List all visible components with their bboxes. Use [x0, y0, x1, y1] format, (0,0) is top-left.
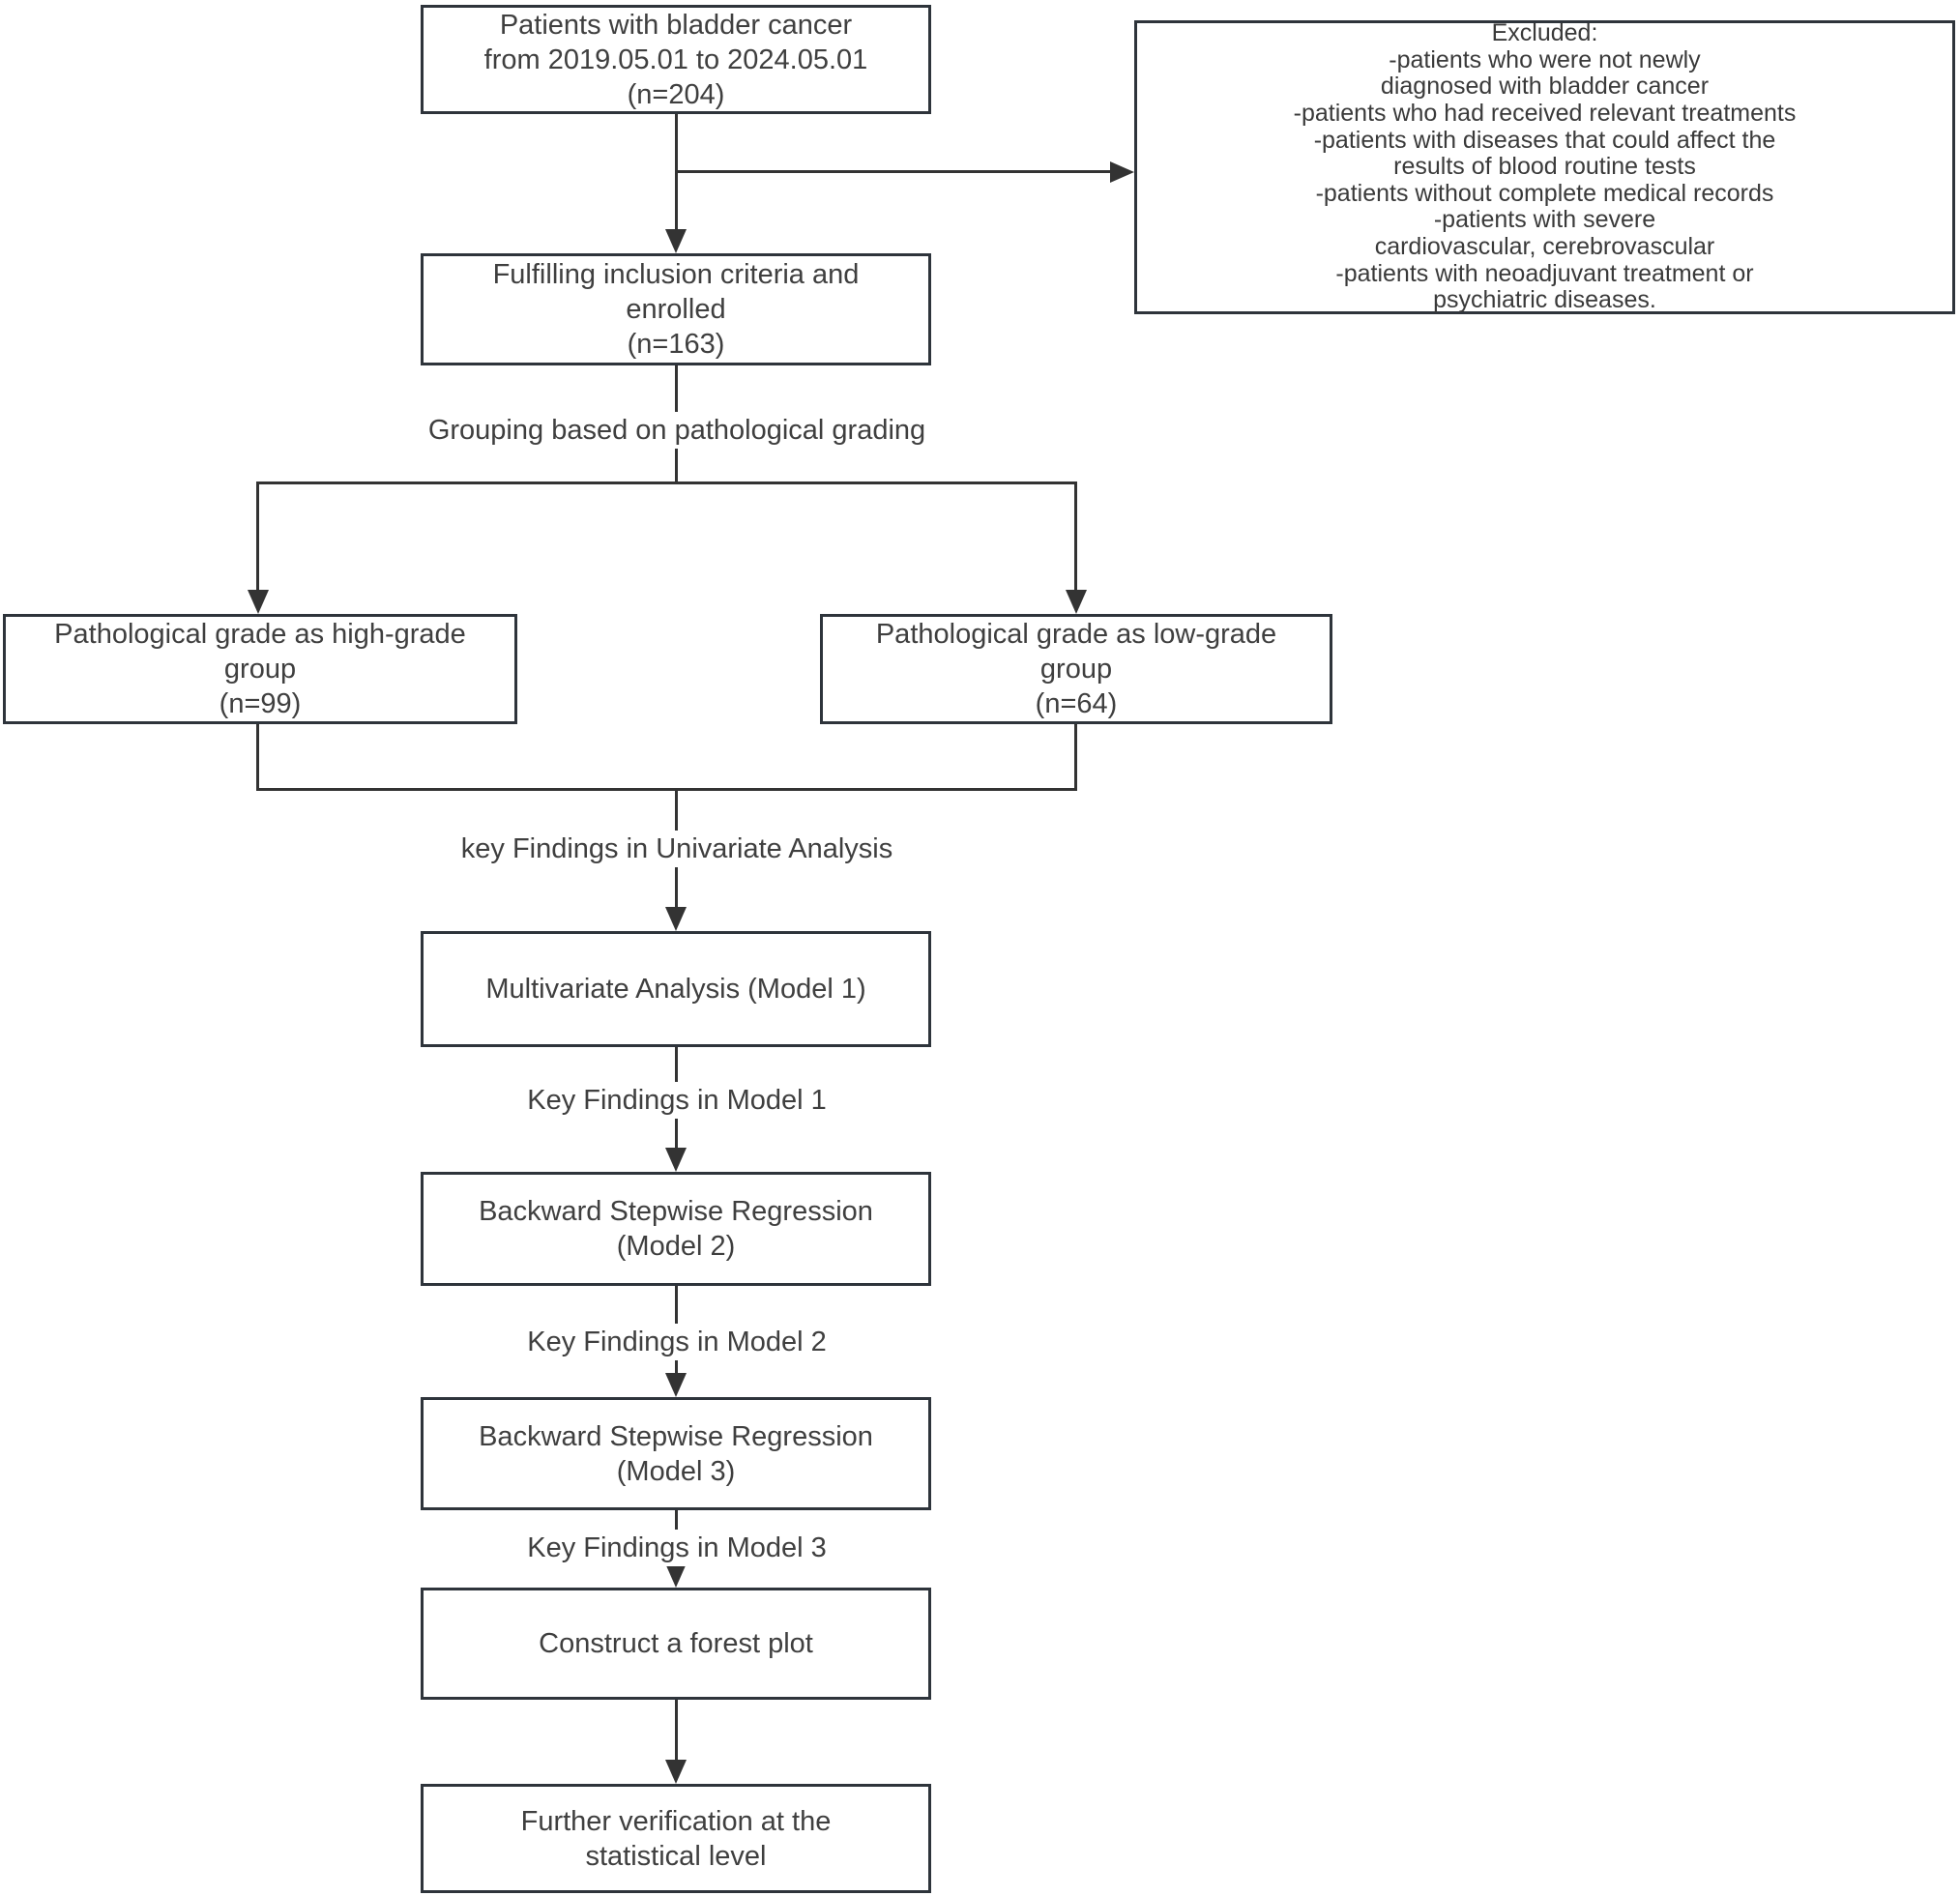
arrowhead-down-icon	[665, 907, 687, 931]
node-forest-plot-label: Construct a forest plot	[539, 1628, 813, 1659]
node-model2-label: Backward Stepwise Regression (Model 2)	[479, 1196, 873, 1262]
connector-merge-left	[256, 724, 259, 791]
arrowhead-right-icon	[1110, 161, 1134, 183]
connector-split-left	[256, 481, 259, 592]
node-model1-label: Multivariate Analysis (Model 1)	[485, 974, 866, 1005]
arrowhead-down-icon	[665, 1760, 687, 1784]
connector-merge-horizontal	[256, 788, 1077, 791]
arrowhead-down-icon	[665, 1373, 687, 1397]
node-high-grade-group: Pathological grade as high-grade group (…	[3, 614, 517, 724]
connector-split-horizontal	[256, 481, 1077, 484]
node-low-grade-label: Pathological grade as low-grade group (n…	[875, 619, 1277, 719]
connector-patients-enrolled	[675, 114, 678, 232]
arrowhead-down-icon	[665, 229, 687, 253]
edge-label-grouping: Grouping based on pathological grading	[418, 412, 936, 449]
node-model2: Backward Stepwise Regression (Model 2)	[421, 1172, 931, 1286]
node-excluded: Excluded: -patients who were not newly d…	[1134, 19, 1955, 314]
node-model3: Backward Stepwise Regression (Model 3)	[421, 1397, 931, 1510]
node-high-grade-label: Pathological grade as high-grade group (…	[54, 619, 466, 719]
arrowhead-down-icon	[1066, 590, 1087, 614]
edge-label-model3-findings: Key Findings in Model 3	[517, 1530, 836, 1566]
arrowhead-down-icon	[248, 590, 269, 614]
node-model3-label: Backward Stepwise Regression (Model 3)	[479, 1420, 873, 1487]
connector-forest-verification	[675, 1700, 678, 1762]
arrowhead-down-icon	[665, 1148, 687, 1172]
connector-split-right	[1074, 481, 1077, 592]
node-verification-label: Further verification at the statistical …	[520, 1805, 832, 1872]
node-enrolled-label: Fulfilling inclusion criteria and enroll…	[492, 259, 860, 360]
node-verification: Further verification at the statistical …	[421, 1784, 931, 1893]
arrowhead-down-icon	[665, 1563, 687, 1588]
connector-branch-excluded	[677, 170, 1112, 173]
edge-label-univariate: key Findings in Univariate Analysis	[451, 831, 903, 867]
node-patients-label: Patients with bladder cancer from 2019.0…	[483, 9, 868, 110]
node-model1: Multivariate Analysis (Model 1)	[421, 931, 931, 1047]
node-patients: Patients with bladder cancer from 2019.0…	[421, 5, 931, 114]
node-forest-plot: Construct a forest plot	[421, 1588, 931, 1700]
connector-merge-right	[1074, 724, 1077, 791]
edge-label-model1-findings: Key Findings in Model 1	[517, 1082, 836, 1119]
node-excluded-label: Excluded: -patients who were not newly d…	[1293, 19, 1797, 314]
node-enrolled: Fulfilling inclusion criteria and enroll…	[421, 253, 931, 365]
edge-label-model2-findings: Key Findings in Model 2	[517, 1324, 836, 1360]
node-low-grade-group: Pathological grade as low-grade group (n…	[820, 614, 1332, 724]
